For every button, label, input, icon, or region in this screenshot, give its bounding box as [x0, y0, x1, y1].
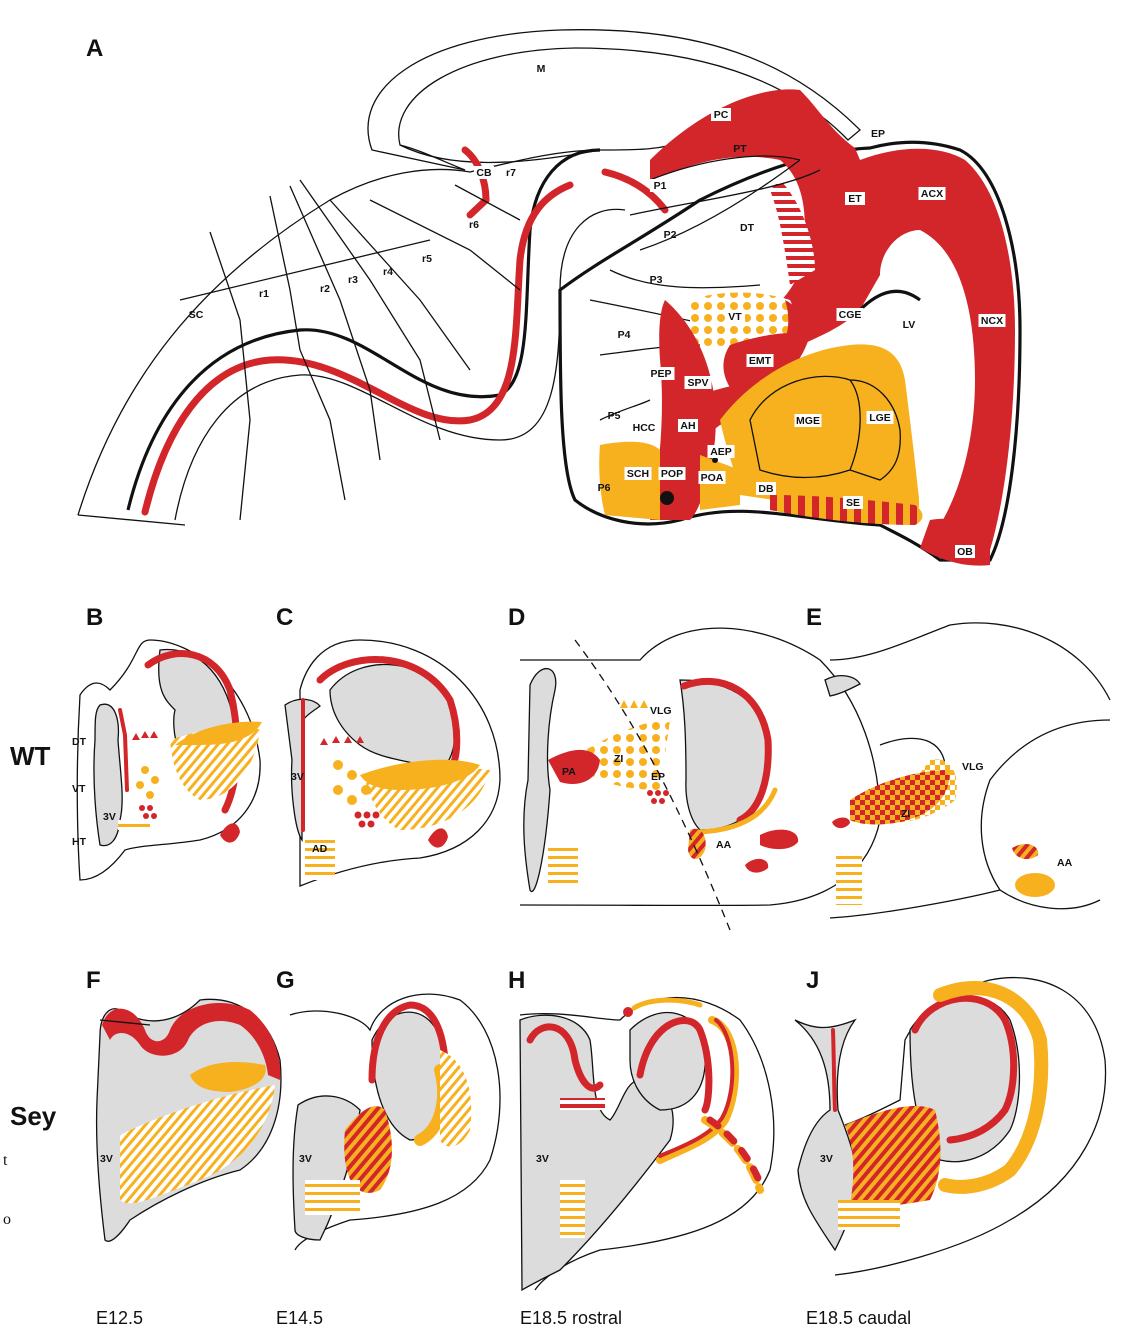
panel-a: A [78, 30, 1020, 566]
panel-letter-a: A [86, 35, 103, 62]
panel-letter-g: G [276, 967, 295, 994]
a-label-pep: PEP [650, 368, 671, 380]
j-label-3v: 3V [820, 1153, 833, 1165]
panel-d: D VLG ZI PA EP AA [508, 604, 880, 930]
neural-tube-floor [128, 150, 600, 510]
panel-letter-h: H [508, 967, 525, 994]
panel-letter-j: J [806, 967, 819, 994]
panel-j: J 3V [795, 967, 1106, 1275]
a-label-r2: r2 [320, 283, 330, 295]
panel-b: B DT VT 3V HT [72, 604, 262, 880]
panel-e: E VLG ZI AA [806, 604, 1110, 918]
a-label-aep: AEP [710, 446, 732, 458]
panel-letter-d: D [508, 604, 525, 631]
a-label-ncx: NCX [981, 315, 1003, 327]
panel-letter-c: C [276, 604, 293, 631]
a-label-r3: r3 [348, 274, 358, 286]
a-label-sch: SCH [627, 468, 649, 480]
margin-fragment-o: o [3, 1211, 11, 1228]
row-label-sey: Sey [10, 1101, 57, 1131]
a-label-p1: P1 [654, 180, 667, 192]
a-label-mge: MGE [796, 415, 820, 427]
b-label-vt: VT [72, 783, 86, 795]
a-label-p4: P4 [618, 329, 631, 341]
c-label-3v: 3V [291, 771, 304, 783]
a-label-m: M [537, 63, 546, 75]
a-label-sc: SC [189, 309, 204, 321]
h-label-3v: 3V [536, 1153, 549, 1165]
panel-letter-e: E [806, 604, 822, 631]
a-label-pc: PC [714, 109, 729, 121]
a-label-poa: POA [701, 472, 724, 484]
e-label-zi: ZI [901, 808, 910, 820]
b-label-dt: DT [72, 736, 87, 748]
a-label-r4: r4 [383, 266, 393, 278]
d-label-ep: EP [651, 771, 665, 783]
b-label-3v: 3V [103, 811, 116, 823]
f-label-3v: 3V [100, 1153, 113, 1165]
b-label-ht: HT [72, 836, 87, 848]
a-label-p2: P2 [664, 229, 677, 241]
panel-letter-f: F [86, 967, 101, 994]
a-label-ep: EP [871, 128, 885, 140]
a-label-pt: PT [733, 143, 747, 155]
a-label-db: DB [758, 483, 774, 495]
a-label-cb: CB [476, 167, 492, 179]
a-label-ah: AH [680, 420, 695, 432]
a-label-ob: OB [957, 546, 973, 558]
c-label-ad: AD [312, 843, 328, 855]
pop-black-dot [660, 491, 674, 505]
a-label-cge: CGE [839, 309, 862, 321]
panel-letter-b: B [86, 604, 103, 631]
hindbrain-outer [78, 140, 690, 515]
a-label-lge: LGE [869, 412, 891, 424]
age-label-e18-caudal: E18.5 caudal [806, 1308, 911, 1328]
d-label-aa: AA [716, 839, 732, 851]
a-label-lv: LV [903, 319, 916, 331]
margin-fragment-t: t [3, 1152, 8, 1169]
age-label-e14: E14.5 [276, 1308, 323, 1328]
d-label-vlg: VLG [650, 705, 672, 717]
a-label-dt: DT [740, 222, 755, 234]
a-label-r1: r1 [259, 288, 269, 300]
g-label-3v: 3V [299, 1153, 312, 1165]
hindbrain-ventricular-band [145, 185, 570, 512]
a-label-p6: P6 [598, 482, 611, 494]
row-label-wt: WT [10, 741, 51, 771]
a-label-p5: P5 [608, 410, 621, 422]
a-label-pop: POP [661, 468, 683, 480]
a-label-et: ET [848, 193, 862, 205]
panel-g: G 3V [276, 967, 500, 1250]
a-label-r6: r6 [469, 219, 479, 231]
d-label-pa: PA [562, 766, 576, 778]
a-label-r5: r5 [422, 253, 432, 265]
a-label-vt: VT [728, 311, 742, 323]
a-label-emt: EMT [749, 355, 772, 367]
a-label-se: SE [846, 497, 860, 509]
d-label-zi: ZI [614, 753, 623, 765]
panel-f: F 3V [86, 967, 281, 1241]
age-label-e18-rostral: E18.5 rostral [520, 1308, 622, 1328]
age-label-e12: E12.5 [96, 1308, 143, 1328]
e-label-vlg: VLG [962, 761, 984, 773]
a-label-spv: SPV [687, 377, 708, 389]
panel-c: C 3V AD [276, 604, 500, 886]
a-label-r7: r7 [506, 167, 516, 179]
a-label-hcc: HCC [633, 422, 656, 434]
a-label-p3: P3 [650, 274, 663, 286]
a-label-acx: ACX [921, 188, 943, 200]
panel-h: H 3V [508, 967, 774, 1290]
e-label-aa: AA [1057, 857, 1073, 869]
e-zi-checker [850, 770, 950, 824]
